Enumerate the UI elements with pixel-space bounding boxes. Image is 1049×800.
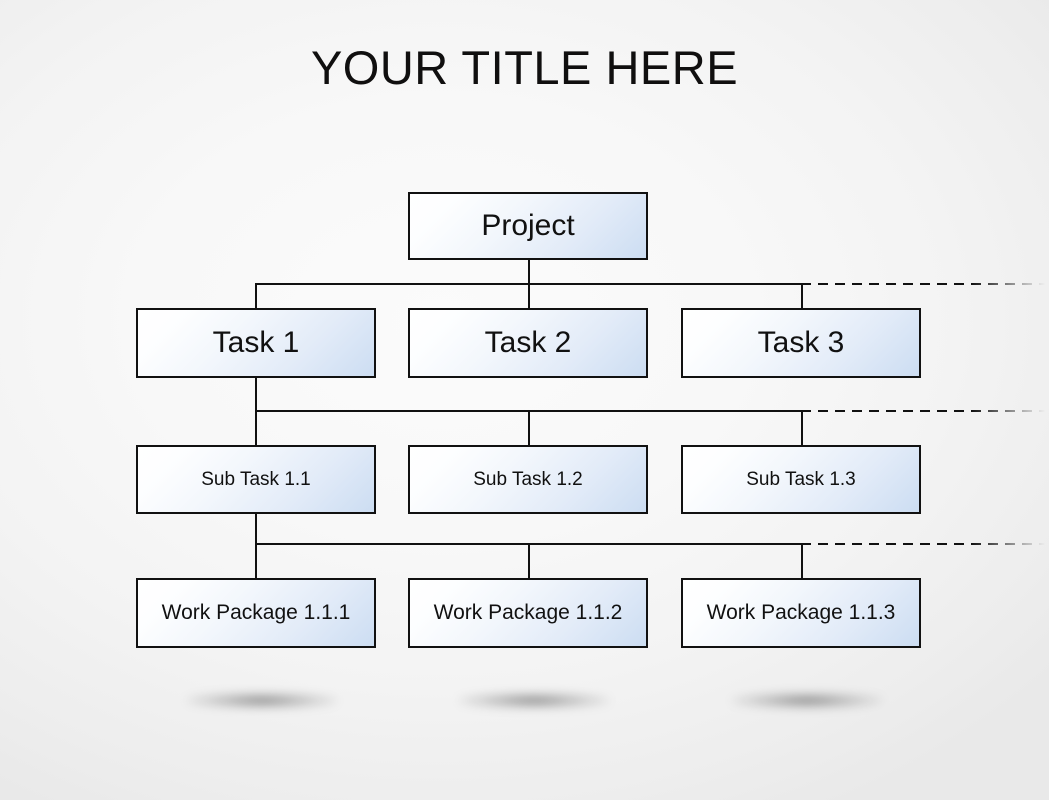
wbs-node-workpackage-1-1-1[interactable]: Work Package 1.1.1 bbox=[136, 578, 376, 648]
wbs-node-label: Work Package 1.1.3 bbox=[706, 601, 896, 624]
wbs-node-task-2[interactable]: Task 2 bbox=[408, 308, 648, 378]
connector-bus-level3-dashed bbox=[801, 543, 1045, 545]
wbs-node-workpackage-1-1-2[interactable]: Work Package 1.1.2 bbox=[408, 578, 648, 648]
connector-drop-task-3 bbox=[801, 283, 803, 308]
connector-project-stem bbox=[528, 260, 530, 285]
node-shadow-1 bbox=[186, 693, 338, 708]
connector-drop-task-2 bbox=[528, 283, 530, 308]
connector-subtask1-stem bbox=[255, 514, 257, 578]
page-title: YOUR TITLE HERE bbox=[310, 41, 739, 94]
wbs-node-label: Task 3 bbox=[757, 326, 845, 359]
wbs-node-label: Task 1 bbox=[212, 326, 300, 359]
wbs-node-label: Work Package 1.1.2 bbox=[433, 601, 623, 624]
wbs-node-label: Task 2 bbox=[484, 326, 572, 359]
connector-drop-workpackage-2 bbox=[528, 543, 530, 578]
wbs-node-label: Sub Task 1.1 bbox=[201, 468, 311, 490]
wbs-node-subtask-1-2[interactable]: Sub Task 1.2 bbox=[408, 445, 648, 514]
connector-bus-level1-dashed bbox=[801, 283, 1045, 285]
node-shadow-2 bbox=[458, 693, 610, 708]
wbs-node-task-1[interactable]: Task 1 bbox=[136, 308, 376, 378]
wbs-node-task-3[interactable]: Task 3 bbox=[681, 308, 921, 378]
node-shadow-3 bbox=[731, 693, 883, 708]
wbs-node-workpackage-1-1-3[interactable]: Work Package 1.1.3 bbox=[681, 578, 921, 648]
connector-bus-level2-dashed bbox=[801, 410, 1045, 412]
connector-drop-workpackage-3 bbox=[801, 543, 803, 578]
wbs-node-subtask-1-1[interactable]: Sub Task 1.1 bbox=[136, 445, 376, 514]
connector-drop-task-1 bbox=[255, 283, 257, 308]
wbs-node-label: Work Package 1.1.1 bbox=[161, 601, 351, 624]
connector-drop-subtask-2 bbox=[528, 410, 530, 445]
wbs-node-subtask-1-3[interactable]: Sub Task 1.3 bbox=[681, 445, 921, 514]
wbs-node-label: Sub Task 1.3 bbox=[746, 468, 856, 490]
connector-drop-subtask-3 bbox=[801, 410, 803, 445]
wbs-node-label: Project bbox=[481, 209, 575, 242]
wbs-node-project[interactable]: Project bbox=[408, 192, 648, 260]
wbs-node-label: Sub Task 1.2 bbox=[473, 468, 583, 490]
